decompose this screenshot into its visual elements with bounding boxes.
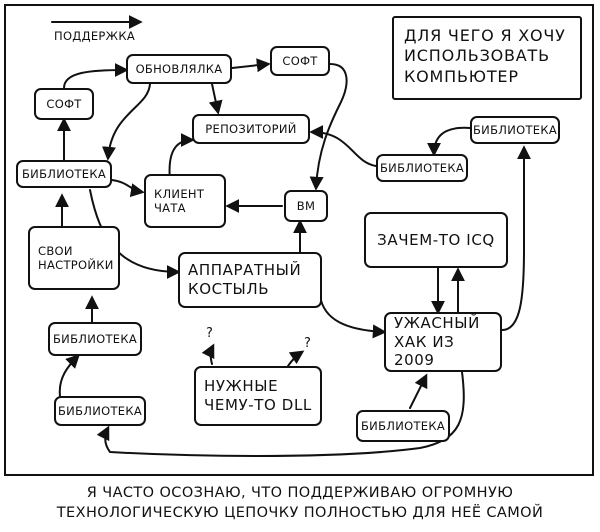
- node-library-top-right: БИБЛИОТЕКА: [470, 116, 560, 144]
- node-library-low-left-2: БИБЛИОТЕКА: [54, 396, 146, 426]
- node-repository: РЕПОЗИТОРИЙ: [192, 114, 310, 144]
- node-hardware-crutch: АППАРАТНЫЙ КОСТЫЛЬ: [178, 252, 322, 308]
- node-icq: ЗАЧЕМ-ТО ICQ: [364, 212, 508, 268]
- title-line-2: ИСПОЛЬЗОВАТЬ: [404, 46, 550, 66]
- node-library-bottom-right: БИБЛИОТЕКА: [356, 410, 450, 442]
- caption-line-2: ТЕХНОЛОГИЧЕСКУЮ ЦЕПОЧКУ ПОЛНОСТЬЮ ДЛЯ НЕ…: [56, 504, 544, 521]
- page-title: ДЛЯ ЧЕГО Я ХОЧУ ИСПОЛЬЗОВАТЬ КОМПЬЮТЕР: [392, 16, 582, 100]
- node-horrible-hack: УЖАСНЫЙ ХАК ИЗ 2009: [384, 312, 502, 372]
- node-custom-settings: СВОИ НАСТРОЙКИ: [28, 226, 120, 290]
- caption-line-1: Я ЧАСТО ОСОЗНАЮ, ЧТО ПОДДЕРЖИВАЮ ОГРОМНУ…: [86, 485, 514, 501]
- custom-settings-line-2: НАСТРОЙКИ: [38, 258, 114, 272]
- horrible-hack-line-2: ХАК ИЗ 2009: [394, 332, 455, 370]
- needed-dll-line-2: ЧЕМУ-ТО DLL: [204, 396, 312, 414]
- title-line-1: ДЛЯ ЧЕГО Я ХОЧУ: [404, 26, 566, 45]
- node-library-low-left-1: БИБЛИОТЕКА: [48, 322, 142, 356]
- question-mark-left: ?: [206, 326, 213, 341]
- node-library-mid-right: БИБЛИОТЕКА: [376, 154, 468, 182]
- comic-panel: [4, 4, 594, 476]
- chat-client-line-1: КЛИЕНТ: [154, 186, 205, 201]
- hardware-crutch-line-2: КОСТЫЛЬ: [188, 280, 270, 298]
- caption: Я ЧАСТО ОСОЗНАЮ, ЧТО ПОДДЕРЖИВАЮ ОГРОМНУ…: [0, 484, 600, 523]
- chat-client-line-2: ЧАТА: [154, 201, 186, 215]
- node-soft-top: СОФТ: [270, 46, 330, 76]
- node-needed-dll: НУЖНЫЕ ЧЕМУ-ТО DLL: [194, 366, 322, 426]
- horrible-hack-line-1: УЖАСНЫЙ: [394, 313, 480, 332]
- node-library-left: БИБЛИОТЕКА: [16, 160, 112, 188]
- needed-dll-line-1: НУЖНЫЕ: [204, 377, 279, 396]
- legend-label: ПОДДЕРЖКА: [54, 29, 135, 43]
- node-chat-client: КЛИЕНТ ЧАТА: [144, 174, 226, 228]
- custom-settings-line-1: СВОИ: [38, 243, 73, 258]
- node-vm: ВМ: [284, 190, 328, 222]
- question-mark-right: ?: [304, 336, 311, 351]
- node-obnovlyalka: ОБНОВЛЯЛКА: [126, 54, 232, 84]
- node-soft-left: СОФТ: [34, 88, 94, 120]
- hardware-crutch-line-1: АППАРАТНЫЙ: [188, 261, 302, 280]
- title-line-3: КОМПЬЮТЕР: [404, 66, 519, 86]
